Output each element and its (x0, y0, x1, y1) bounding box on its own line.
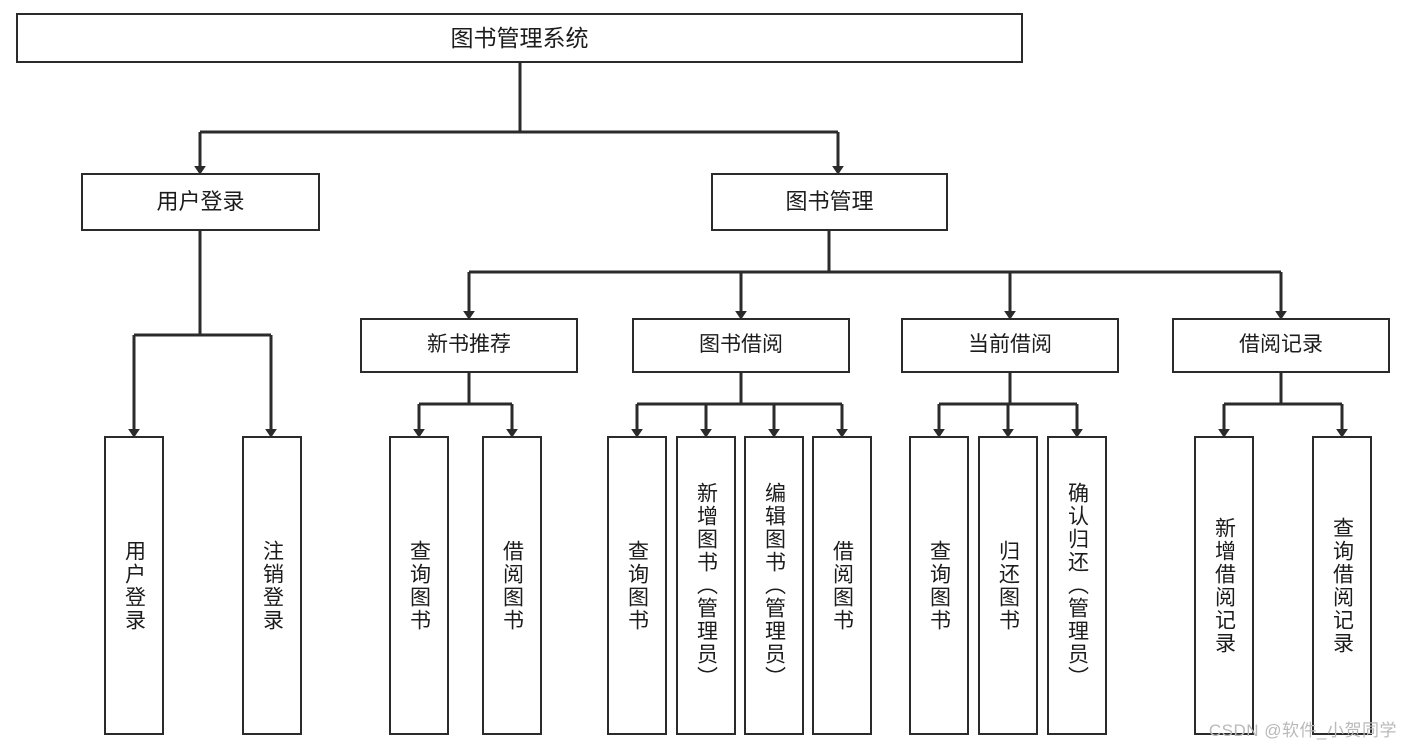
node-user-login[interactable]: 用户登录 (81, 173, 320, 231)
node-new-book-rec[interactable]: 新书推荐 (360, 318, 578, 373)
node-book-borrow[interactable]: 图书借阅 (632, 318, 850, 373)
node-leaf-edit-book-label: 编辑图书（管理员） (762, 482, 786, 689)
node-root[interactable]: 图书管理系统 (16, 13, 1023, 63)
node-leaf-query-record[interactable]: 查询借阅记录 (1312, 436, 1372, 735)
node-leaf-return-book[interactable]: 归还图书 (978, 436, 1038, 735)
node-current-borrow-label: 当前借阅 (968, 333, 1052, 357)
node-book-borrow-label: 图书借阅 (699, 333, 783, 357)
node-new-book-rec-label: 新书推荐 (427, 333, 511, 357)
node-leaf-add-book-label: 新增图书（管理员） (694, 482, 718, 689)
node-leaf-confirm-return[interactable]: 确认归还（管理员） (1047, 436, 1107, 735)
node-leaf-query-book-3-label: 查询图书 (927, 539, 951, 632)
node-borrow-record[interactable]: 借阅记录 (1172, 318, 1390, 373)
node-leaf-add-record-label: 新增借阅记录 (1212, 516, 1236, 655)
node-leaf-add-book[interactable]: 新增图书（管理员） (676, 436, 736, 735)
node-leaf-confirm-return-label: 确认归还（管理员） (1065, 482, 1089, 689)
node-leaf-borrow-book-2[interactable]: 借阅图书 (812, 436, 872, 735)
node-leaf-edit-book[interactable]: 编辑图书（管理员） (744, 436, 804, 735)
node-leaf-query-book-1-label: 查询图书 (407, 539, 431, 632)
node-leaf-user-login[interactable]: 用户登录 (104, 436, 164, 735)
node-leaf-query-book-1[interactable]: 查询图书 (389, 436, 449, 735)
node-borrow-record-label: 借阅记录 (1239, 333, 1323, 357)
node-leaf-query-record-label: 查询借阅记录 (1330, 516, 1354, 655)
node-leaf-query-book-3[interactable]: 查询图书 (909, 436, 969, 735)
node-current-borrow[interactable]: 当前借阅 (901, 318, 1119, 373)
node-leaf-borrow-book-2-label: 借阅图书 (830, 539, 854, 632)
node-leaf-borrow-book-1[interactable]: 借阅图书 (482, 436, 542, 735)
node-leaf-query-book-2[interactable]: 查询图书 (607, 436, 667, 735)
node-user-login-label: 用户登录 (156, 189, 245, 215)
node-leaf-borrow-book-1-label: 借阅图书 (500, 539, 524, 632)
node-leaf-user-login-label: 用户登录 (122, 539, 146, 632)
node-book-manage-label: 图书管理 (785, 189, 874, 215)
node-leaf-logout-label: 注销登录 (260, 539, 284, 632)
node-leaf-return-book-label: 归还图书 (996, 539, 1020, 632)
node-leaf-add-record[interactable]: 新增借阅记录 (1194, 436, 1254, 735)
node-leaf-logout[interactable]: 注销登录 (242, 436, 302, 735)
node-leaf-query-book-2-label: 查询图书 (625, 539, 649, 632)
node-root-label: 图书管理系统 (450, 24, 589, 51)
node-book-manage[interactable]: 图书管理 (711, 173, 948, 231)
csdn-watermark: CSDN @软件_小贺同学 (1208, 721, 1397, 740)
